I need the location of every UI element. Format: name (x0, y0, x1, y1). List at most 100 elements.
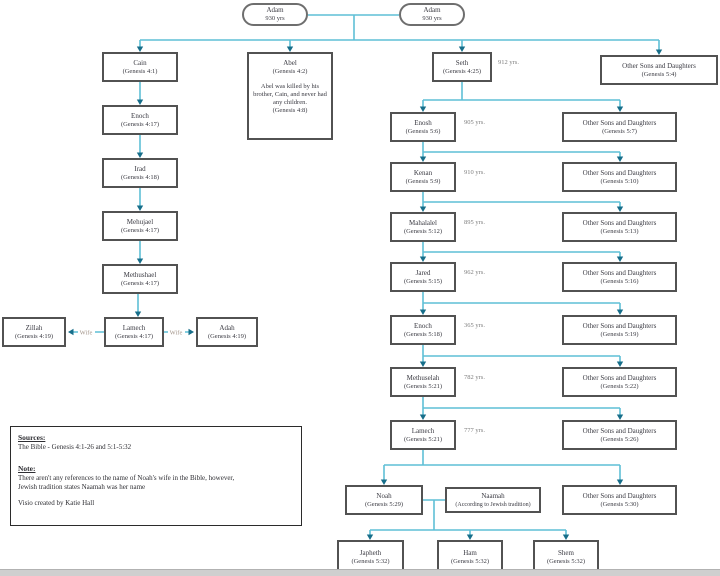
node-name: Other Sons and Daughters (582, 491, 657, 500)
node-name: Other Sons and Daughters (582, 118, 657, 127)
node-name: Noah (376, 491, 392, 500)
node-other-sons-3: Other Sons and Daughters (Genesis 5:10) (562, 162, 677, 192)
node-enoch-sethline: Enoch (Genesis 5:18) (390, 315, 456, 345)
age-label: 777 yrs. (464, 427, 485, 434)
abel-note-ref: (Genesis 4:8) (272, 107, 308, 114)
node-ref: (Genesis 5:18) (403, 330, 443, 338)
node-name: Seth (455, 58, 469, 67)
node-ref: (Genesis 4:2) (272, 68, 308, 75)
node-enosh: Enosh (Genesis 5:6) (390, 112, 456, 142)
sources-heading: Sources: (18, 433, 46, 442)
sources-text: The Bible - Genesis 4:1-26 and 5:1-5:32 (18, 443, 132, 451)
node-adah: Adah (Genesis 4:19) (196, 317, 258, 347)
node-name: Shem (558, 548, 574, 557)
node-name: Mehujael (126, 217, 154, 226)
age-label: 782 yrs. (464, 374, 485, 381)
age-label: 912 yrs. (498, 59, 519, 66)
node-name: Other Sons and Daughters (582, 168, 657, 177)
node-ref: (Genesis 4:19) (207, 332, 247, 340)
wife-label-bg (168, 327, 185, 336)
connector-lines (70, 14, 660, 536)
node-name: Adam (423, 6, 441, 14)
node-ref: (Genesis 5:32) (450, 557, 490, 565)
node-japheth: Japheth (Genesis 5:32) (337, 540, 404, 574)
node-ref: (Genesis 5:26) (600, 435, 639, 443)
node-ref: (Genesis 5:30) (600, 500, 639, 508)
node-name: Methushael (123, 270, 157, 279)
note-line: There aren't any references to the name … (18, 474, 235, 482)
credit-line: Visio created by Katie Hall (18, 499, 95, 507)
node-ref: (Genesis 5:19) (600, 330, 639, 338)
node-adam-left: Adam 930 yrs (242, 3, 308, 26)
node-name: Japheth (359, 548, 382, 557)
node-mahalalel: Mahalalel (Genesis 5:12) (390, 212, 456, 242)
node-enoch-cainline: Enoch (Genesis 4:17) (102, 105, 178, 135)
node-name: Ham (463, 548, 477, 557)
node-mehujael: Mehujael (Genesis 4:17) (102, 211, 178, 241)
node-ref: (Genesis 5:7) (602, 127, 637, 135)
abel-note: Abel was killed by his brother, Cain, an… (253, 83, 327, 106)
wife-connector-label: Wife (170, 330, 183, 337)
node-ref: (Genesis 5:9) (405, 177, 441, 185)
node-kenan: Kenan (Genesis 5:9) (390, 162, 456, 192)
node-name: Lamech (122, 323, 146, 332)
node-ref: (Genesis 5:10) (600, 177, 639, 185)
node-abel: Abel (Genesis 4:2) Abel was killed by hi… (247, 52, 333, 140)
node-ref: (Genesis 4:19) (14, 332, 54, 340)
node-name: Kenan (413, 168, 433, 177)
node-other-sons-9: Other Sons and Daughters (Genesis 5:30) (562, 485, 677, 515)
age-label: 905 yrs. (464, 119, 485, 126)
node-name: Enosh (414, 118, 432, 127)
node-name: Zillah (25, 323, 43, 332)
node-other-sons-8: Other Sons and Daughters (Genesis 5:26) (562, 420, 677, 450)
node-ref: (Genesis 5:32) (351, 557, 390, 565)
node-name: Adam (266, 6, 284, 14)
node-ref: (Genesis 5:4) (641, 70, 677, 78)
node-methuselah: Methuselah (Genesis 5:21) (390, 367, 456, 397)
node-ref: (Genesis 4:17) (120, 279, 160, 287)
node-name: Lamech (411, 426, 435, 435)
node-name: Methuselah (406, 373, 440, 382)
node-cain: Cain (Genesis 4:1) (102, 52, 178, 82)
node-methushael: Methushael (Genesis 4:17) (102, 264, 178, 294)
node-name: Other Sons and Daughters (582, 373, 657, 382)
node-ref: (Genesis 5:32) (546, 557, 586, 565)
note-line: Jewish tradition states Naamah was her n… (18, 483, 146, 491)
node-other-sons-5: Other Sons and Daughters (Genesis 5:16) (562, 262, 677, 292)
note-heading: Note: (18, 464, 36, 473)
node-zillah: Zillah (Genesis 4:19) (2, 317, 66, 347)
node-name: Cain (133, 58, 147, 67)
node-ref: (Genesis 4:1) (122, 67, 158, 75)
node-ref: (Genesis 4:17) (120, 226, 160, 234)
node-ref: (Genesis 5:22) (600, 382, 639, 390)
node-naamah: Naamah (According to Jewish tradition) (445, 487, 541, 513)
node-name: Other Sons and Daughters (582, 321, 657, 330)
node-ref: (Genesis 5:16) (600, 277, 639, 285)
age-label: 962 yrs. (464, 269, 485, 276)
node-lamech-sethline: Lamech (Genesis 5:21) (390, 420, 456, 450)
node-ref: (Genesis 5:21) (403, 435, 443, 443)
node-ref: (Genesis 4:25) (442, 67, 482, 75)
bottom-edge-bar (0, 569, 720, 576)
node-ref: (Genesis 4:18) (120, 173, 160, 181)
node-other-sons-1: Other Sons and Daughters (Genesis 5:4) (600, 55, 718, 85)
node-ref: (Genesis 5:15) (403, 277, 443, 285)
age-label: 895 yrs. (464, 219, 485, 226)
node-name: Enoch (131, 111, 149, 120)
wife-label-bg (78, 327, 95, 336)
node-noah: Noah (Genesis 5:29) (345, 485, 423, 515)
node-name: Naamah (481, 491, 505, 500)
wife-connector-label: Wife (80, 330, 93, 337)
age-label: 910 yrs. (464, 169, 485, 176)
node-ref: (Genesis 5:29) (364, 500, 404, 508)
node-ref: (Genesis 5:13) (600, 227, 639, 235)
node-lamech-cainline: Lamech (Genesis 4:17) (104, 317, 164, 347)
age-label: 365 yrs. (464, 322, 485, 329)
node-other-sons-6: Other Sons and Daughters (Genesis 5:19) (562, 315, 677, 345)
node-ref: (Genesis 4:17) (114, 332, 154, 340)
node-ref: (Genesis 4:17) (120, 120, 160, 128)
node-ref: (According to Jewish tradition) (455, 501, 531, 508)
node-name: Other Sons and Daughters (622, 61, 696, 70)
